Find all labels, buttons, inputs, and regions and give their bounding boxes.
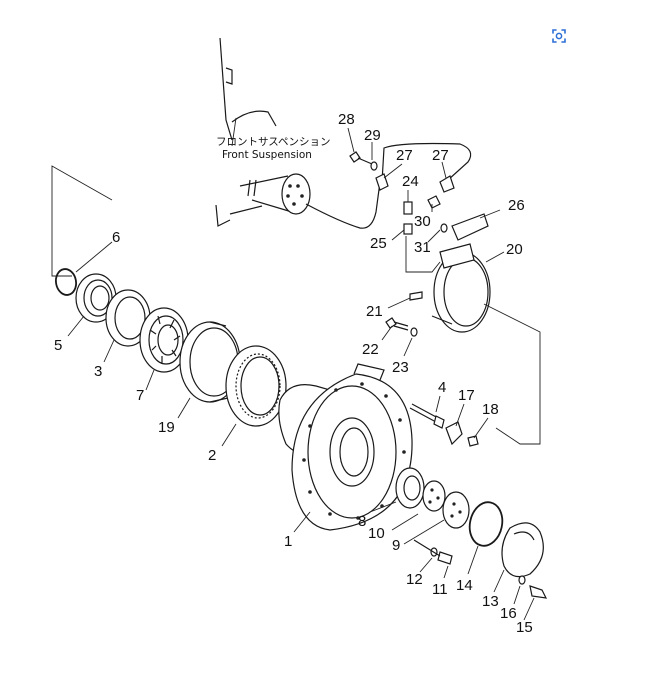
part-13-end-cover — [501, 522, 544, 578]
part-2-ring-gear — [225, 345, 287, 427]
label-part-8: 8 — [358, 513, 366, 530]
label-part-21: 21 — [366, 303, 383, 320]
part-8-spacer — [395, 467, 425, 509]
label-part-14: 14 — [456, 577, 473, 594]
part-22-bolt — [385, 317, 409, 331]
leader-bracket-right — [483, 303, 541, 445]
label-part-2: 2 — [208, 447, 216, 464]
front-suspension-caption: フロントサスペンション Front Suspension — [216, 117, 331, 161]
label-part-30: 30 — [414, 213, 431, 230]
label-part-25: 25 — [370, 235, 387, 252]
part-labels: 1 2 3 4 5 6 7 8 9 10 11 12 13 14 15 16 1… — [54, 111, 533, 636]
part-4-stud-bolt — [409, 403, 445, 429]
part-9-cover-plate — [442, 491, 470, 529]
label-part-31: 31 — [414, 239, 431, 256]
part-31-washer — [440, 223, 448, 233]
part-11-bolt — [413, 539, 453, 565]
label-part-16: 16 — [500, 605, 517, 622]
part-1-housing — [278, 363, 413, 531]
label-part-28: 28 — [338, 111, 355, 128]
part-27-clip-upper — [439, 175, 455, 193]
label-part-5: 5 — [54, 337, 62, 354]
part-5-seal — [75, 273, 117, 323]
part-27-clip-lower — [375, 173, 389, 191]
part-18-nut — [467, 435, 479, 447]
label-part-13: 13 — [482, 593, 499, 610]
part-17-bracket — [445, 421, 463, 446]
label-part-15: 15 — [516, 619, 533, 636]
leader-bracket-upper — [405, 236, 441, 273]
part-15-bolt — [529, 585, 548, 599]
label-part-23: 23 — [392, 359, 409, 376]
visual-search-icon — [552, 29, 566, 43]
label-part-22: 22 — [362, 341, 379, 358]
label-part-10: 10 — [368, 525, 385, 542]
visual-search-button[interactable] — [546, 23, 572, 49]
label-part-1: 1 — [284, 533, 292, 550]
label-part-24: 24 — [402, 173, 419, 190]
part-23-washer — [410, 327, 418, 337]
label-part-18: 18 — [482, 401, 499, 418]
part-24-fitting — [403, 201, 413, 215]
part-7-bearing — [139, 307, 189, 373]
part-16-washer — [518, 575, 526, 585]
caption-jp: フロントサスペンション — [216, 136, 331, 148]
label-part-3: 3 — [94, 363, 102, 380]
part-29-washer — [370, 161, 378, 171]
part-10-plate — [422, 480, 446, 512]
part-14-o-ring — [468, 501, 504, 547]
frame-outline — [215, 37, 277, 227]
suspension-cylinder — [239, 173, 311, 215]
label-part-20: 20 — [506, 241, 523, 258]
label-part-11: 11 — [432, 581, 448, 598]
label-part-12: 12 — [406, 571, 423, 588]
leader-bracket-left — [51, 165, 113, 277]
part-26-bracket — [451, 213, 489, 241]
label-part-6: 6 — [112, 229, 120, 246]
part-6-o-ring — [54, 268, 78, 296]
label-part-17: 17 — [458, 387, 475, 404]
label-part-9: 9 — [392, 537, 400, 554]
label-part-19: 19 — [158, 419, 175, 436]
hose-line — [305, 142, 472, 229]
leader-lines — [67, 127, 535, 621]
label-part-4: 4 — [438, 379, 446, 396]
label-part-27a: 27 — [396, 147, 413, 164]
label-part-26: 26 — [508, 197, 525, 214]
caption-en: Front Suspension — [222, 149, 312, 161]
part-19-race — [179, 321, 241, 403]
label-part-29: 29 — [364, 127, 381, 144]
part-3-ring — [105, 289, 151, 347]
part-25-fitting — [403, 223, 413, 235]
part-28-bolt — [349, 151, 373, 165]
part-20-clamp-band — [431, 243, 491, 333]
part-21-pin — [409, 291, 423, 301]
part-30-bolt — [427, 195, 441, 209]
label-part-27b: 27 — [432, 147, 449, 164]
label-part-7: 7 — [136, 387, 144, 404]
